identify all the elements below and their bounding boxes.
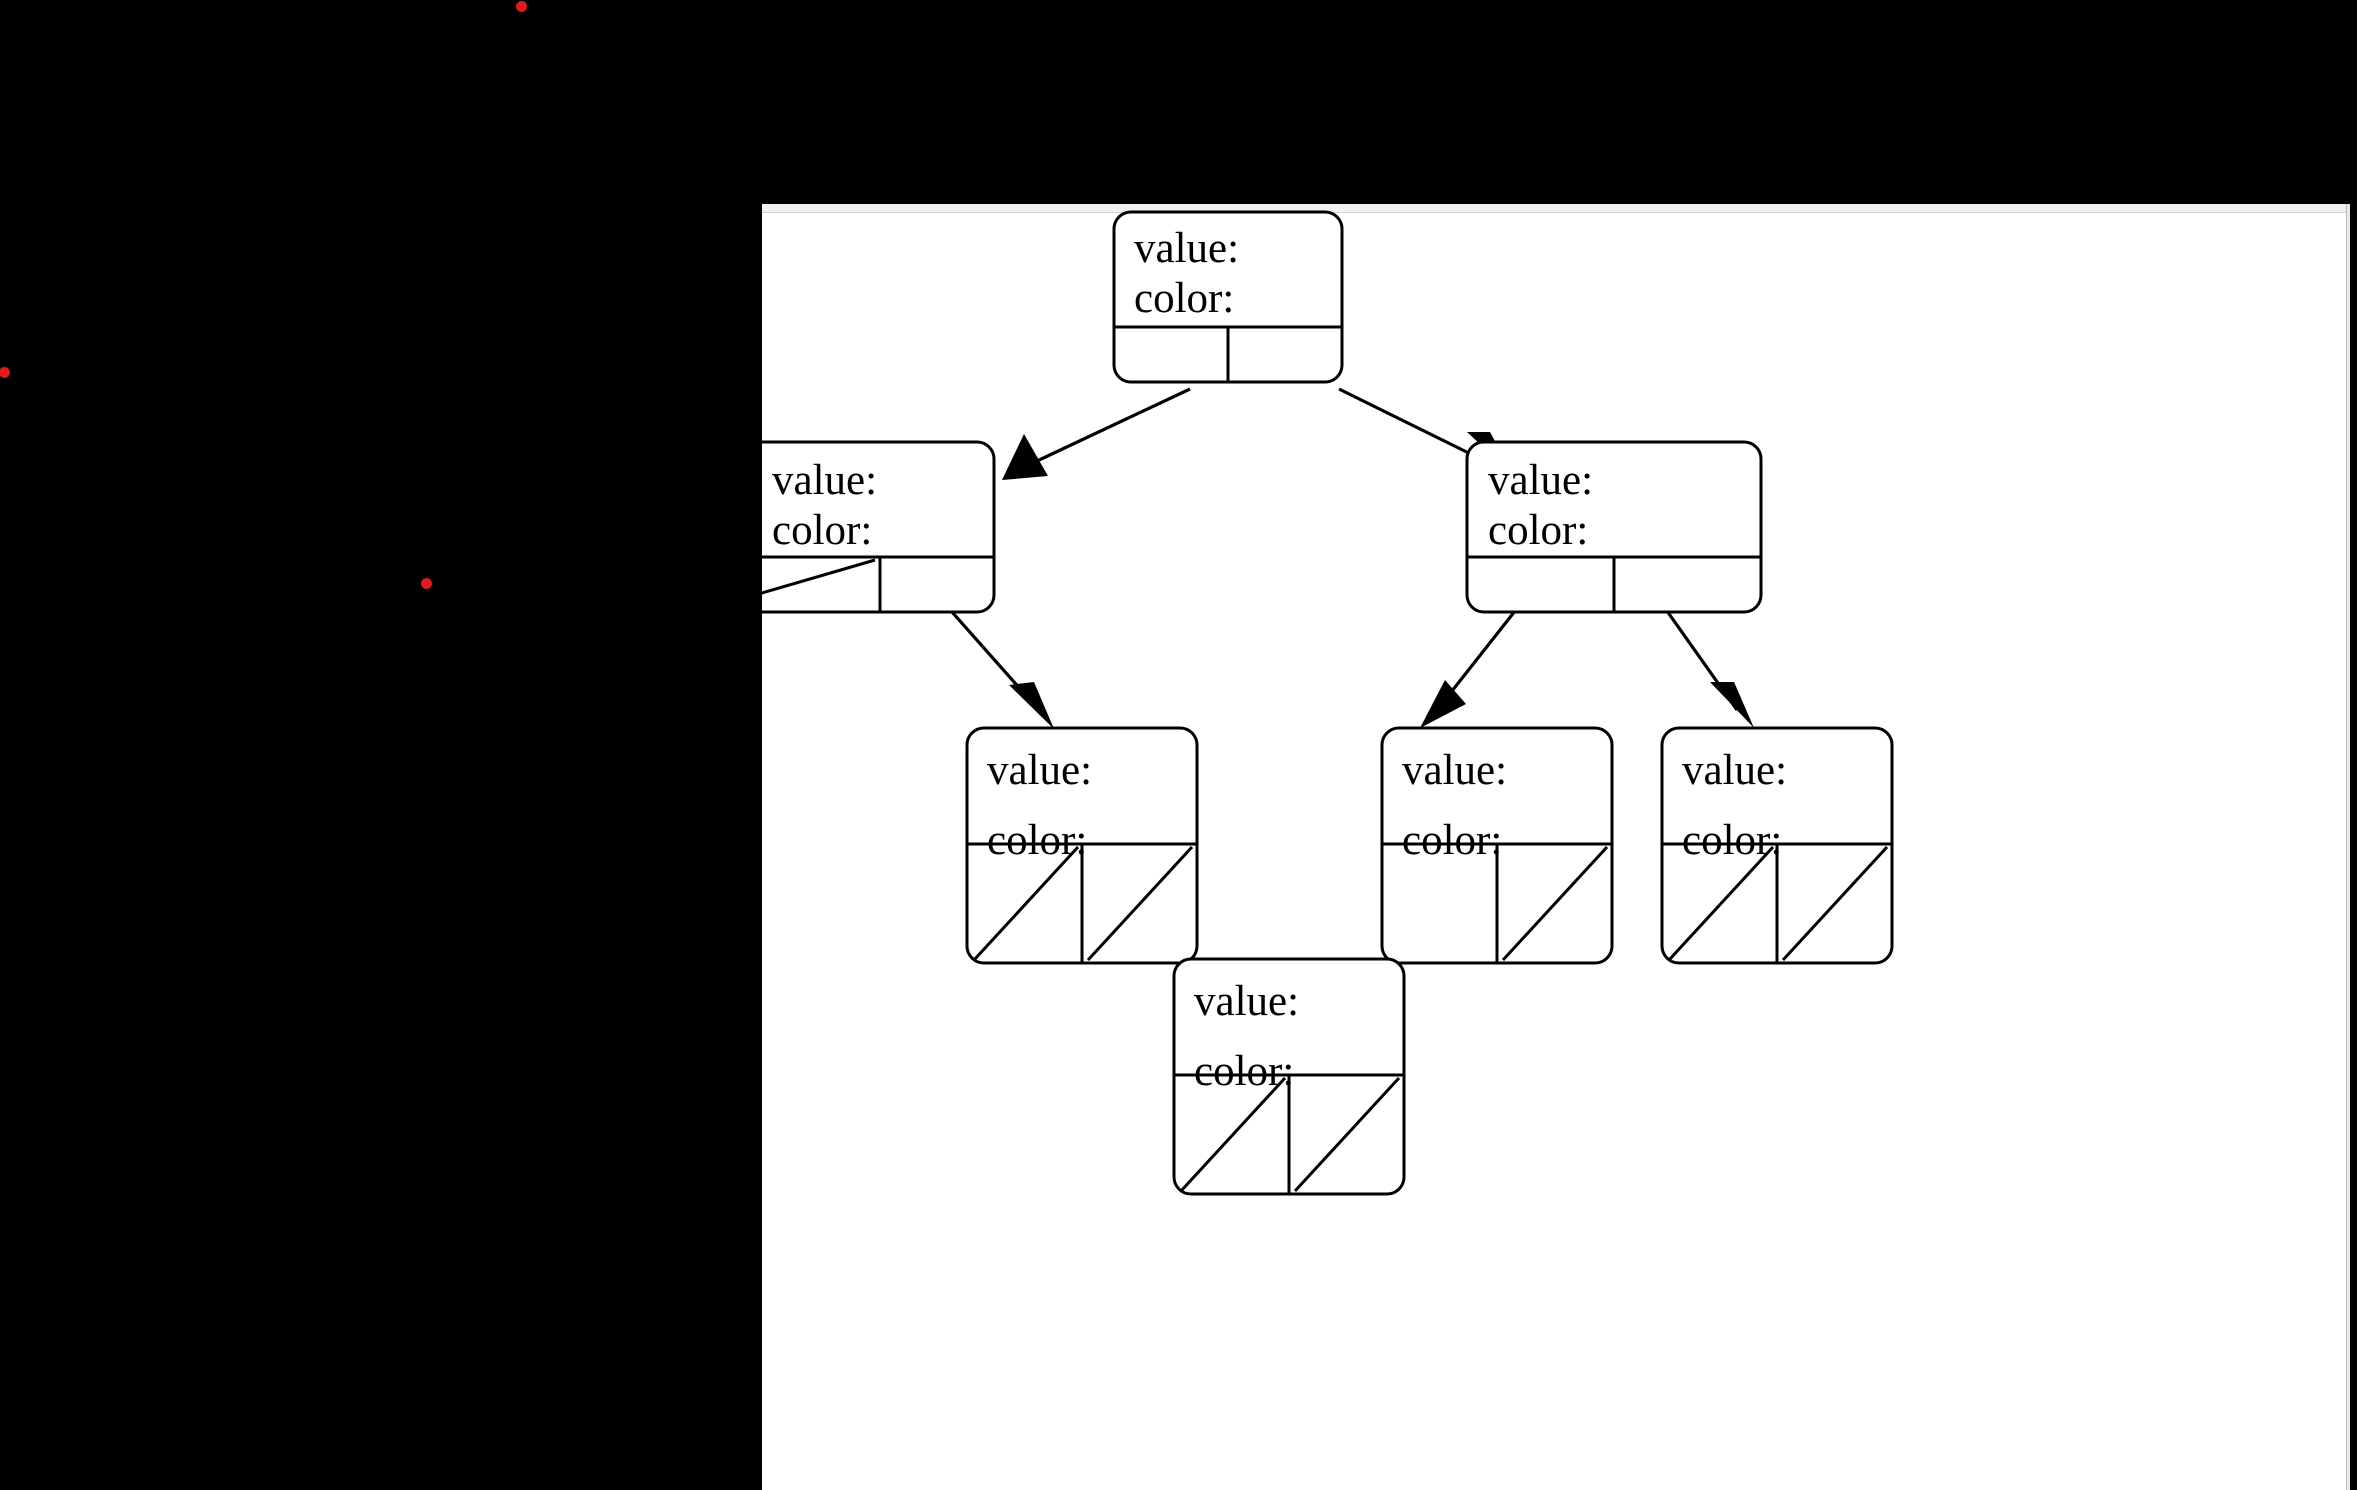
tree-node-right-left-grandchild[interactable]: value: color:	[1380, 726, 1614, 965]
edge-root-to-left-child	[1002, 387, 1191, 480]
document-canvas-window[interactable]: value: color: value: color: value: color…	[762, 204, 2350, 1490]
edge-right-child-to-left-grandchild	[1420, 610, 1517, 728]
node-color-label: color:	[1402, 817, 1502, 864]
node-value-label: value:	[1194, 978, 1299, 1025]
tree-node-right-child[interactable]: value: color:	[1465, 440, 1763, 614]
tree-node-right-right-grandchild[interactable]: value: color:	[1660, 726, 1894, 965]
node-color-label: color:	[1194, 1048, 1294, 1095]
node-value-label: value:	[1402, 747, 1507, 794]
node-color-label: color:	[1682, 817, 1782, 864]
node-color-label: color:	[1488, 507, 1588, 554]
cursor-dot-left	[0, 367, 10, 378]
tree-node-deepest[interactable]: value: color:	[1172, 957, 1406, 1196]
node-color-label: color:	[772, 507, 872, 554]
null-pointer-slash	[972, 845, 1080, 962]
null-pointer-slash	[1781, 845, 1889, 962]
null-pointer-slash	[1086, 845, 1194, 962]
cursor-dot-middle	[421, 578, 432, 589]
binary-tree-diagram: value: color: value: color: value: color…	[762, 210, 1894, 1196]
node-value-label: value:	[987, 747, 1092, 794]
node-color-label: color:	[987, 817, 1087, 864]
null-pointer-slash	[1179, 1076, 1287, 1193]
null-pointer-slash	[1667, 845, 1775, 962]
tree-node-left-right-grandchild[interactable]: value: color:	[965, 726, 1199, 965]
edge-left-child-to-grandchild	[950, 610, 1054, 729]
tree-node-root[interactable]: value: color:	[1112, 210, 1344, 384]
canvas-top-strip	[762, 204, 2350, 213]
node-color-label: color:	[1134, 275, 1234, 322]
node-value-label: value:	[1682, 747, 1787, 794]
null-pointer-slash	[1293, 1076, 1401, 1193]
null-pointer-slash	[762, 558, 876, 595]
vertical-scrollbar[interactable]	[2346, 204, 2350, 1490]
null-pointer-slash	[1501, 845, 1609, 962]
node-value-label: value:	[1488, 457, 1593, 504]
cursor-dot-top	[516, 1, 527, 12]
edge-right-child-to-right-grandchild	[1665, 610, 1754, 728]
node-value-label: value:	[1134, 225, 1239, 272]
tree-node-left-child[interactable]: value: color:	[762, 440, 996, 614]
node-value-label: value:	[772, 457, 877, 504]
